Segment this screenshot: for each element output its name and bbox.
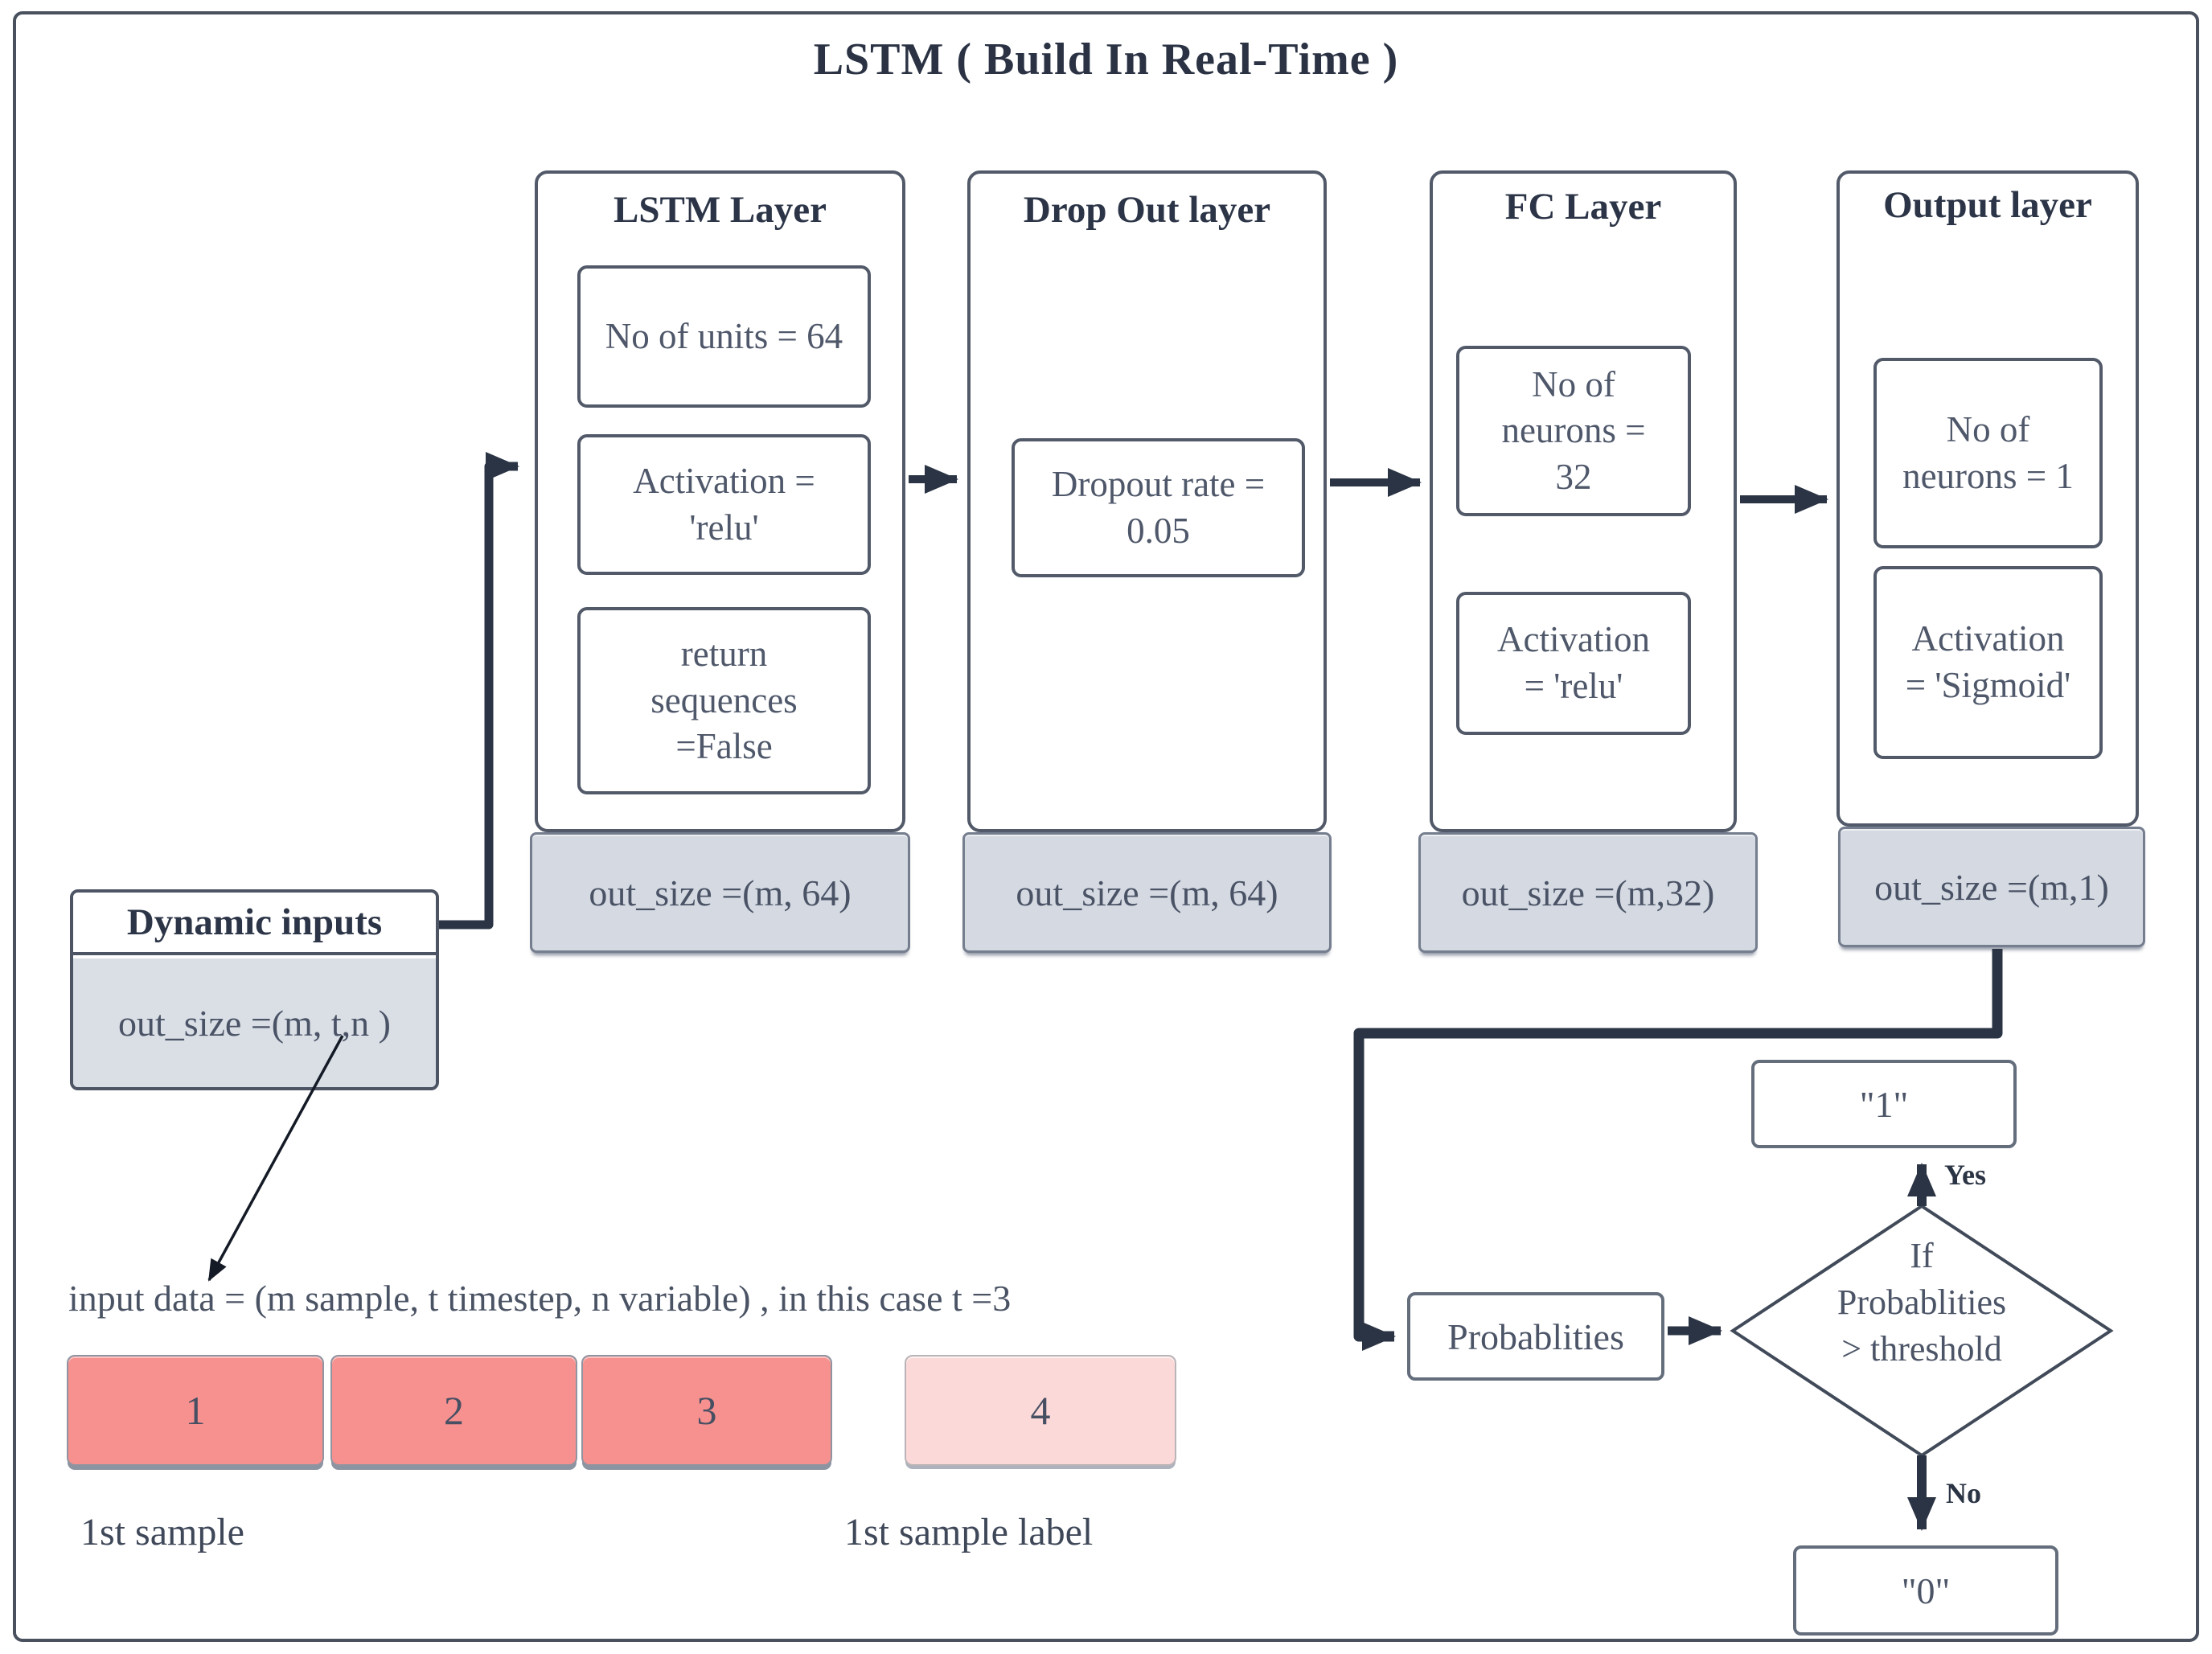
- output-zero-box: "0": [1793, 1545, 2058, 1636]
- lstm-out-size-text: out_size =(m, 64): [589, 872, 852, 913]
- lstm-activation-text: Activation = 'relu': [633, 460, 815, 548]
- decision-line1: If: [1910, 1235, 1934, 1275]
- fc-neurons-box: No of neurons = 32: [1456, 346, 1691, 516]
- lstm-return-sequences-text: return sequences =False: [650, 634, 798, 767]
- first-sample-label: 1st sample: [80, 1511, 244, 1553]
- dynamic-inputs-out-size: out_size =(m, t,n ): [73, 958, 436, 1087]
- timestep-cell-1: 1: [67, 1355, 324, 1466]
- timestep-cell-3: 3: [581, 1355, 832, 1466]
- lstm-out-size-box: out_size =(m, 64): [530, 832, 910, 953]
- decision-line2: Probablities: [1836, 1282, 2007, 1322]
- probabilities-text: Probablities: [1447, 1315, 1624, 1357]
- output-one-text: "1": [1859, 1083, 1909, 1125]
- dynamic-inputs-box: Dynamic inputs out_size =(m, t,n ): [70, 889, 439, 1090]
- yes-label: Yes: [1944, 1159, 1986, 1191]
- lstm-units-box: No of units = 64: [577, 265, 871, 408]
- diagram-title: LSTM ( Build In Real-Time ): [813, 35, 1399, 84]
- decision-text: If Probablities > threshold: [1773, 1225, 2070, 1380]
- output-neurons-text: No of neurons = 1: [1902, 408, 2074, 496]
- timestep-cell-3-value: 3: [696, 1388, 717, 1433]
- output-neurons-box: No of neurons = 1: [1873, 358, 2103, 548]
- probabilities-box: Probablities: [1407, 1292, 1664, 1381]
- first-sample-label-label: 1st sample label: [844, 1511, 1094, 1553]
- fc-out-size-box: out_size =(m,32): [1418, 832, 1758, 953]
- dropout-rate-text: Dropout rate = 0.05: [1051, 463, 1266, 551]
- output-one-box: "1": [1751, 1060, 2017, 1148]
- timestep-cell-1-value: 1: [185, 1388, 206, 1433]
- decision-line3: > threshold: [1841, 1329, 2002, 1369]
- lstm-units-text: No of units = 64: [605, 315, 843, 356]
- output-out-size-text: out_size =(m,1): [1874, 866, 2109, 908]
- dropout-layer-header: Drop Out layer: [1023, 189, 1271, 231]
- diagram-frame: [13, 11, 2199, 1642]
- output-out-size-box: out_size =(m,1): [1838, 827, 2145, 947]
- output-zero-text: "0": [1901, 1570, 1951, 1611]
- output-activation-box: Activation = 'Sigmoid': [1873, 566, 2103, 759]
- fc-layer-header: FC Layer: [1504, 186, 1662, 228]
- fc-out-size-text: out_size =(m,32): [1461, 872, 1715, 913]
- fc-activation-box: Activation = 'relu': [1456, 592, 1691, 735]
- label-cell-4-value: 4: [1030, 1388, 1051, 1433]
- dynamic-inputs-header: Dynamic inputs: [73, 893, 436, 955]
- output-activation-text: Activation = 'Sigmoid': [1905, 618, 2071, 705]
- fc-activation-text: Activation = 'relu': [1497, 619, 1650, 706]
- dropout-out-size-box: out_size =(m, 64): [962, 832, 1332, 953]
- lstm-activation-box: Activation = 'relu': [577, 434, 871, 575]
- fc-neurons-text: No of neurons = 32: [1501, 363, 1646, 497]
- dropout-rate-box: Dropout rate = 0.05: [1012, 438, 1305, 577]
- label-cell-4: 4: [905, 1355, 1176, 1466]
- input-data-annotation: input data = (m sample, t timestep, n va…: [68, 1278, 1012, 1319]
- lstm-layer-header: LSTM Layer: [613, 189, 827, 231]
- no-label: No: [1946, 1477, 1981, 1509]
- output-layer-header: Output layer: [1883, 184, 2092, 226]
- timestep-cell-2: 2: [330, 1355, 577, 1466]
- dropout-out-size-text: out_size =(m, 64): [1016, 872, 1278, 913]
- lstm-return-sequences-box: return sequences =False: [577, 607, 871, 794]
- timestep-cell-2-value: 2: [444, 1388, 464, 1433]
